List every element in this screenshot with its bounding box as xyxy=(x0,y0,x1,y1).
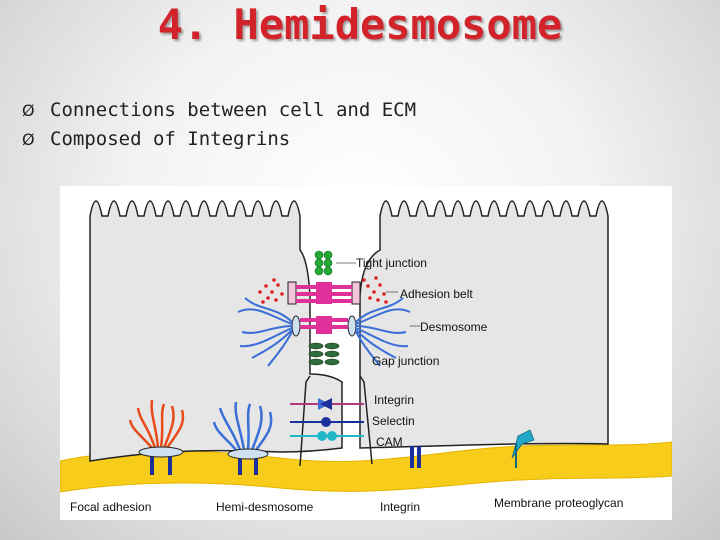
hemidesmosome-anchor xyxy=(227,448,269,475)
adhesion-belt-dots xyxy=(258,276,388,304)
bullet-list: Ø Connections between cell and ECM Ø Compo… xyxy=(22,96,416,154)
label-leader-lines xyxy=(336,262,420,327)
arrow-bullet-icon: Ø xyxy=(22,130,35,149)
integrin-ecm xyxy=(410,446,421,468)
integrin-molecule xyxy=(290,398,364,410)
cell-junction-diagram: Tight junction Adhesion belt Desmosome G… xyxy=(60,186,672,520)
extracellular-matrix xyxy=(60,441,672,493)
left-cell xyxy=(89,200,343,462)
bullet-text: Composed of Integrins xyxy=(50,128,291,150)
cam-molecule xyxy=(290,431,364,441)
desmosome-label: Desmosome xyxy=(420,320,488,334)
focal-adhesion-label: Focal adhesion xyxy=(70,500,152,514)
cell-boundary-left xyxy=(299,375,311,467)
integrin-bottom-label: Integrin xyxy=(380,500,421,514)
tight-junction-label: Tight junction xyxy=(356,256,427,270)
focal-adhesion-filaments xyxy=(128,399,185,449)
integrin-label: Integrin xyxy=(374,393,415,407)
selectin-label: Selectin xyxy=(372,414,415,428)
diagram-drawing xyxy=(60,200,672,493)
desmosome xyxy=(291,315,357,337)
selectin-molecule xyxy=(290,417,364,427)
adhesion-belt xyxy=(287,281,361,305)
focal-adhesion-anchor xyxy=(138,446,184,475)
hemidesmosome-filaments xyxy=(212,401,273,451)
adhesion-belt-label: Adhesion belt xyxy=(400,287,473,301)
cam-label: CAM xyxy=(376,435,403,449)
slide-title: 4. Hemidesmosome xyxy=(157,0,563,49)
desmosome-filaments xyxy=(237,297,411,367)
membrane-proteoglycan xyxy=(511,429,535,468)
membrane-proteoglycan-label: Membrane proteoglycan xyxy=(494,496,624,510)
bullet-item: Ø Connections between cell and ECM xyxy=(22,96,416,125)
hemi-desmosome-label: Hemi-desmosome xyxy=(216,500,314,514)
bullet-text: Connections between cell and ECM xyxy=(50,99,417,121)
cell-boundary-right xyxy=(359,375,373,465)
gap-junction xyxy=(308,342,340,366)
right-cell xyxy=(359,200,609,449)
gap-junction-label: Gap junction xyxy=(372,354,440,368)
bullet-item: Ø Composed of Integrins xyxy=(22,125,416,154)
arrow-bullet-icon: Ø xyxy=(22,101,35,120)
tight-junction xyxy=(314,250,333,276)
